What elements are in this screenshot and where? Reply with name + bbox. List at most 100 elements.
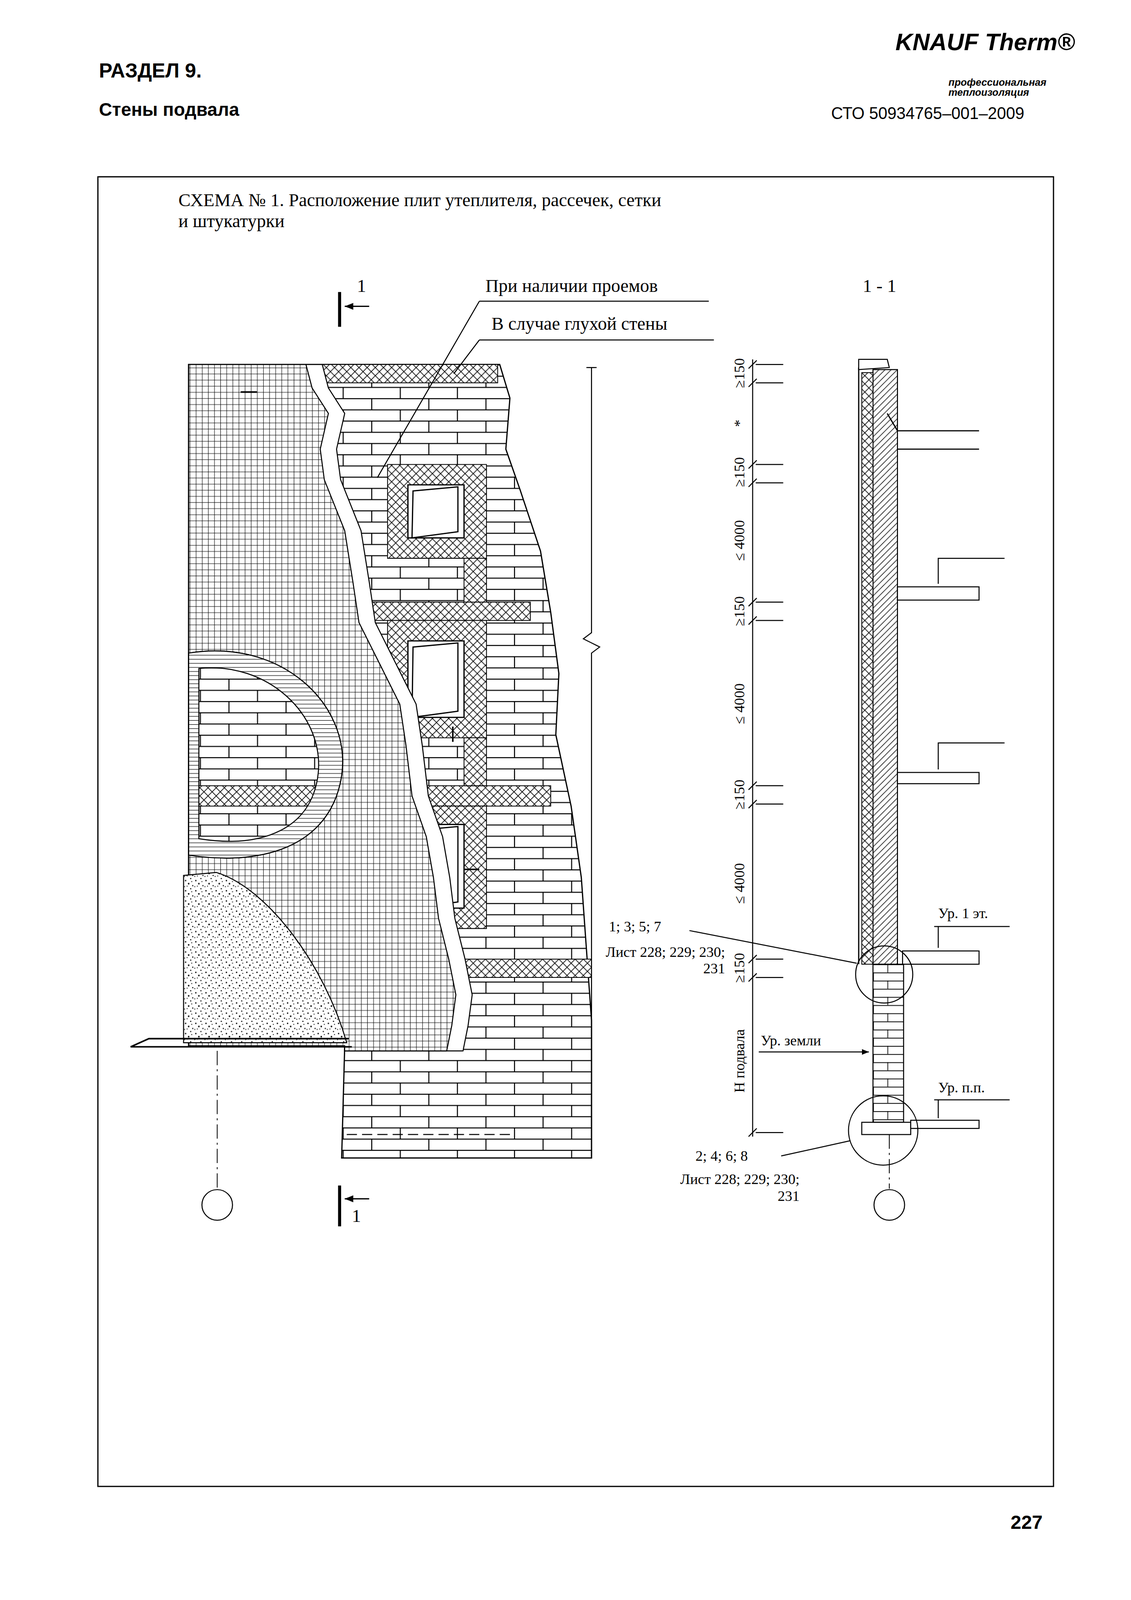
leader-line [377,300,709,478]
section-mark [339,291,370,1226]
wall-section [858,367,860,965]
section-mark-box: 1 [357,275,367,297]
insulation-breaks [448,959,592,978]
callout-note: При наличии проемов [485,275,658,297]
dimension-text-box: * [731,419,748,427]
callout-number: 2; 4; 6; 8 [695,1147,748,1165]
dimension-line [583,367,600,1158]
page-number: 227 [1010,1511,1043,1534]
insulation-breaks [369,601,531,621]
sheet-reference: Лист 228; 229; 230; 231 [676,1170,800,1205]
section-mark: 1 [357,275,367,297]
wall-section [938,558,1005,770]
window-opening [407,484,464,538]
section-heading-box: РАЗДЕЛ 9. [98,59,202,83]
dimension-text: ≤ 4000 [731,683,748,725]
sheet-reference-box: Лист 228; 229; 230; 231 [676,1170,800,1205]
standard-number: СТО 50934765–001–2009 [831,103,1025,123]
dimension-text: ≥150 [731,358,748,389]
foundation-line [346,1133,510,1135]
callout-number-box: 2; 4; 6; 8 [695,1147,748,1165]
leader-line [453,339,714,374]
wall-section [897,772,980,784]
level-mark-box: Ур. 1 эт. [938,904,988,922]
board-joint-mark [240,392,480,870]
brand-logo: KNAUF Therm® [895,28,1075,57]
dimension-text-box: ≤ 4000 [731,683,748,725]
section-mark [337,291,342,1226]
standard-number-box: СТО 50934765–001–2009 [831,103,1025,123]
callout-number-box: 1; 3; 5; 7 [608,918,662,935]
wall-section [872,369,898,965]
section-title: 1 - 1 [862,275,897,297]
dimension-text-box: ≥150 [731,596,748,627]
dimension-text: ≥150 [731,457,748,488]
page-number-box: 227 [1010,1511,1043,1534]
dimension-text: Н подвала [731,1028,748,1093]
wall-section [902,950,980,965]
window-opening [411,643,458,718]
ground-line [130,1038,352,1047]
brand-tagline-box: профессиональная теплоизоляция [948,77,1059,98]
dimension-chain [748,360,784,1137]
sheet-reference: Лист 228; 229; 230; 231 [601,943,726,978]
level-mark: Ур. 1 эт. [938,904,988,922]
axis-circle [202,1189,233,1220]
sheet-reference-box: Лист 228; 229; 230; 231 [601,943,726,978]
dimension-text-box: ≥150 [731,358,748,389]
plaster-layer [188,650,343,858]
dimension-chain [752,359,753,1137]
wall-section [861,1122,911,1135]
insulation-breaks [463,737,487,786]
axis-line [216,1050,218,1189]
insulation-breaks [387,464,487,559]
level-mark-box: Ур. п.п. [938,1079,985,1096]
callout-note-box: При наличии проемов [485,275,658,297]
callout-number: 1; 3; 5; 7 [608,918,662,935]
callout-note: В случае глухой стены [491,313,668,335]
wall-section [861,372,874,965]
insulation-breaks [463,558,487,602]
wall-section [873,1189,905,1220]
dimension-text-box: ≥150 [731,457,748,488]
finish-render [183,872,348,1043]
insulation-breaks [306,364,498,383]
section-heading: РАЗДЕЛ 9. [98,59,202,83]
dimension-text: ≥150 [731,596,748,627]
wall-section [848,1095,919,1166]
section-mark [344,1198,370,1200]
drawing-title: СХЕМА № 1. Расположение плит утеплителя,… [178,189,671,232]
wall-section [910,1120,980,1129]
section-mark-box: 1 [352,1205,362,1227]
section-mark [344,305,370,307]
leader-line [781,1140,851,1157]
dimension-text: ≥150 [731,952,748,983]
brand-tagline: профессиональная теплоизоляция [948,77,1059,98]
wall-section [855,945,913,1003]
section-subtitle: Стены подвала [98,98,240,120]
section-subtitle-box: Стены подвала [98,98,240,120]
dimension-text: ≤ 4000 [731,862,748,904]
dimension-text-box: ≥150 [731,779,748,810]
wall-section [872,964,904,1123]
wall-section [888,1134,890,1189]
level-mark: Ур. земли [760,1032,821,1049]
window-opening [411,486,458,538]
dimension-text: * [731,419,748,427]
dimension-text-box: ≤ 4000 [731,519,748,561]
page-frame [98,176,1054,1487]
dimension-text: ≤ 4000 [731,519,748,561]
dimension-text-box: ≥150 [731,952,748,983]
callout-note-box: В случае глухой стены [491,313,668,335]
wall-section [887,413,980,449]
section-mark: 1 [352,1205,362,1227]
wall-section [897,586,980,601]
wall-section [758,1051,870,1053]
brand-logo-box: KNAUF Therm® [895,28,1075,57]
dimension-chain [748,359,784,1137]
wall-section [933,926,1010,1118]
wall-section [858,359,890,370]
